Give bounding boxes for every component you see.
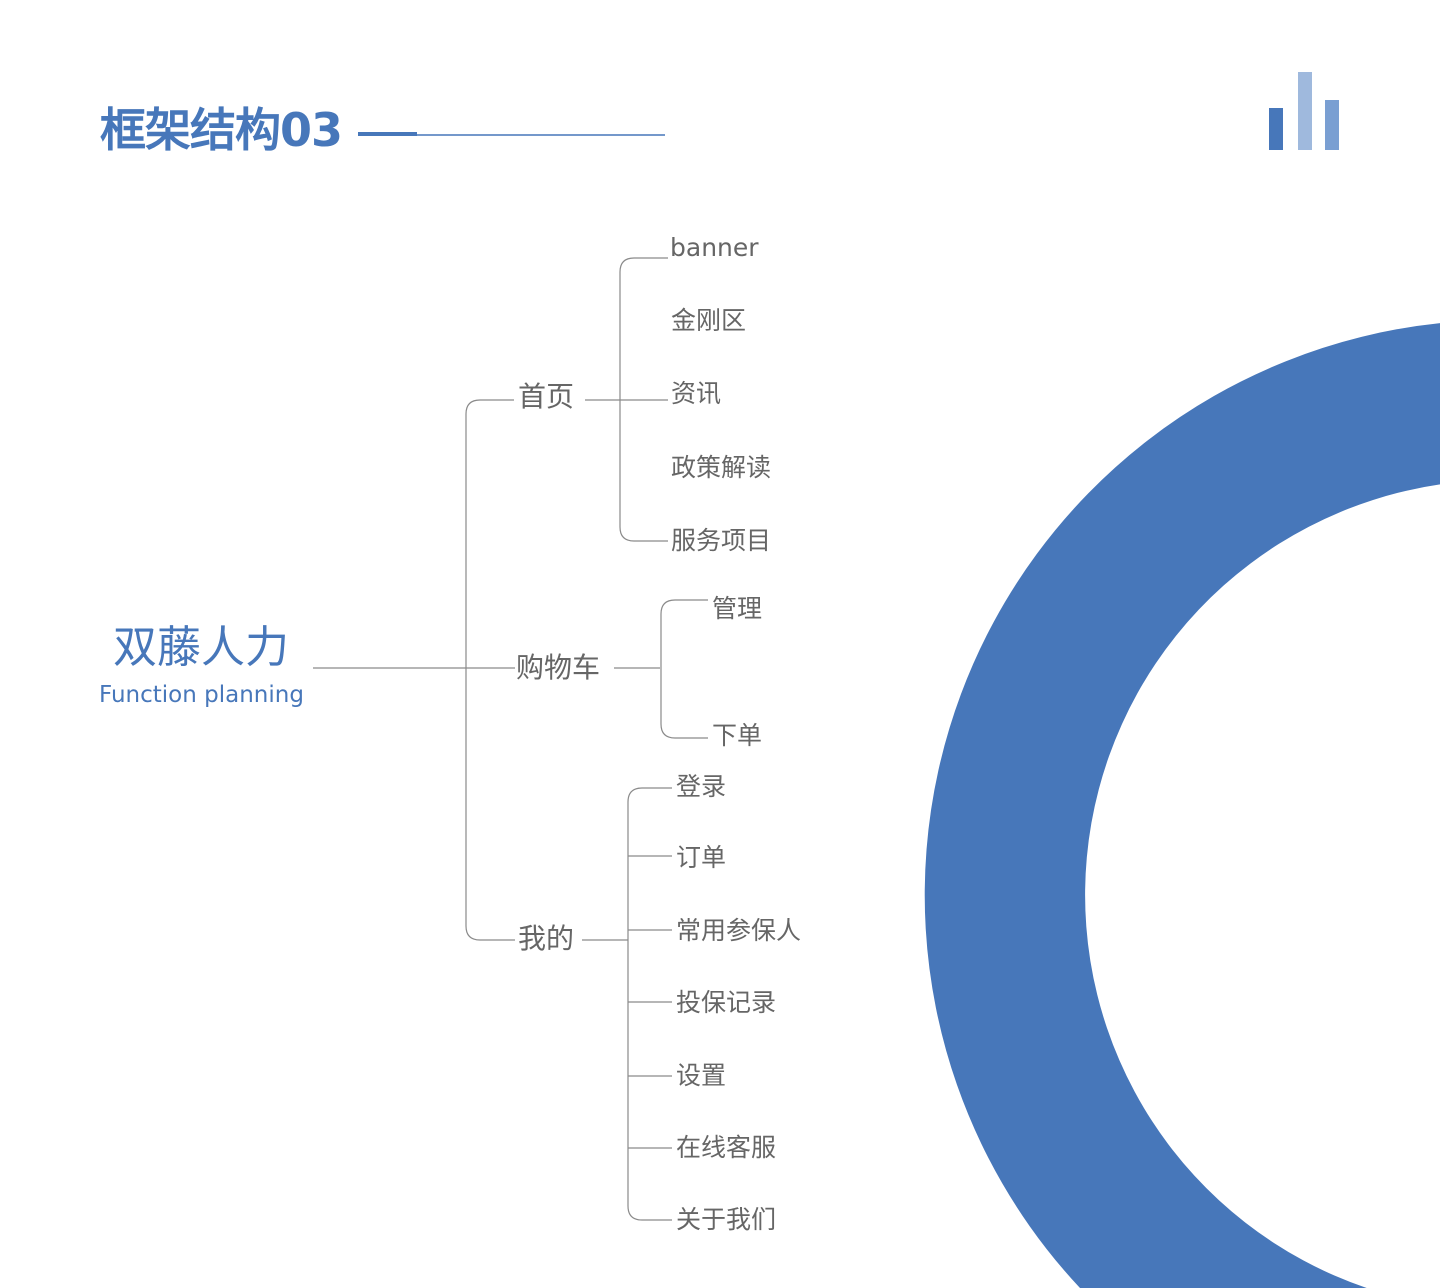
node-settings: 设置: [676, 1061, 727, 1090]
page-title: 框架结构03: [100, 103, 343, 157]
node-policy: 政策解读: [671, 453, 772, 482]
node-manage: 管理: [712, 594, 763, 623]
logo-bar-2: [1298, 72, 1312, 150]
root-subtitle: Function planning: [99, 682, 304, 708]
branch-cart: 购物车: [516, 651, 601, 684]
branch-home: 首页: [518, 380, 575, 413]
node-records: 投保记录: [676, 988, 777, 1017]
logo-bar-3: [1325, 100, 1339, 150]
node-order-place: 下单: [712, 721, 763, 750]
node-login: 登录: [676, 772, 727, 801]
root-title: 双藤人力: [113, 622, 289, 673]
node-news: 资讯: [671, 379, 722, 408]
node-about: 关于我们: [676, 1205, 777, 1234]
branch-mine: 我的: [518, 922, 575, 955]
node-support: 在线客服: [676, 1133, 777, 1162]
node-banner: banner: [670, 233, 759, 262]
tree-connectors: [313, 257, 708, 1221]
node-services: 服务项目: [671, 526, 772, 555]
node-orders: 订单: [676, 843, 727, 872]
decorative-ring: [924, 323, 1440, 1288]
node-insured: 常用参保人: [676, 916, 802, 945]
node-jingangqu: 金刚区: [671, 306, 747, 335]
logo-bar-1: [1269, 108, 1283, 150]
